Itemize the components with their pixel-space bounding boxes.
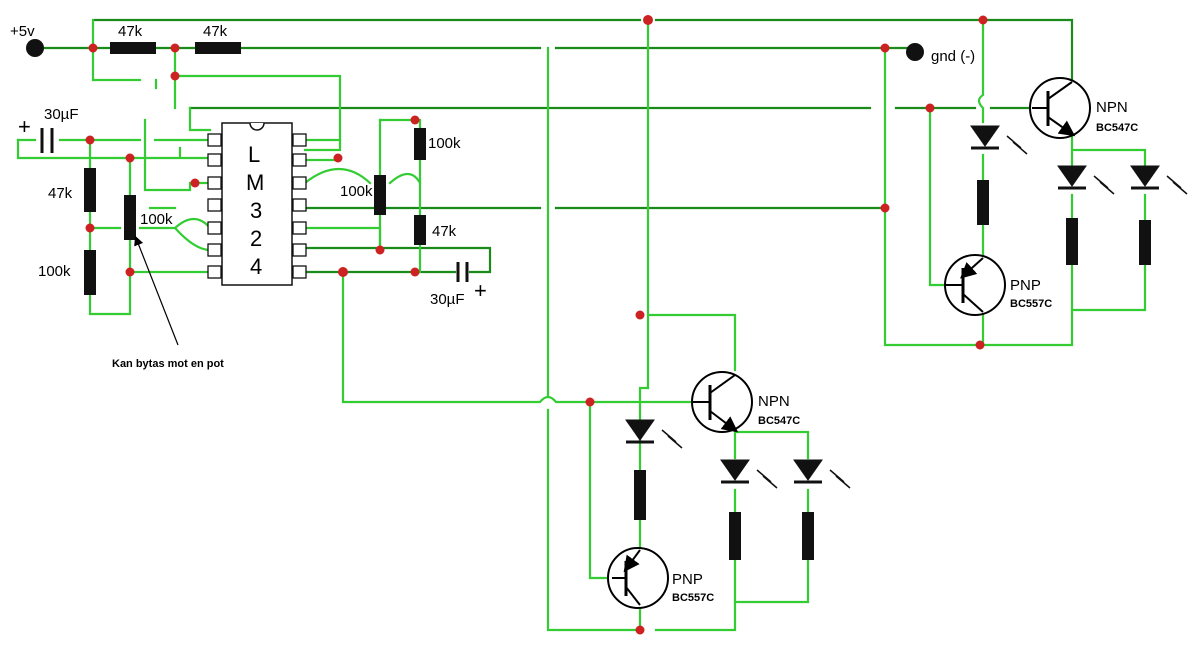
led-icon xyxy=(1130,165,1188,195)
chip-letter: 3 xyxy=(250,198,262,223)
npn-transistor-icon xyxy=(691,371,753,433)
chip-letter: 4 xyxy=(250,254,262,279)
pnp-transistor-icon xyxy=(607,547,669,609)
top-r2-label: 47k xyxy=(203,23,228,40)
bottom-npn-part: BC547C xyxy=(758,415,800,427)
chip-letter: M xyxy=(246,170,264,195)
trim-label: 100k xyxy=(140,211,173,228)
leds xyxy=(625,125,1188,489)
led-icon xyxy=(1057,165,1115,195)
cap-plus-right: + xyxy=(474,278,487,303)
wires xyxy=(16,18,1147,632)
vcc-terminal xyxy=(26,39,44,57)
right-pnp-part: BC557C xyxy=(1010,298,1052,310)
right-npn-label: NPN xyxy=(1096,99,1128,116)
vcc-label: +5v xyxy=(10,23,35,40)
cap-plus-left: + xyxy=(18,114,31,139)
left-cap-label: 30µF xyxy=(44,106,79,123)
resistor-icon xyxy=(84,250,96,295)
left-r-bottom-label: 100k xyxy=(38,263,71,280)
chip-letter: L xyxy=(248,142,260,167)
capacitor-icon xyxy=(456,262,469,282)
chip-r-mid-label: 100k xyxy=(340,183,373,200)
npn-transistor-icon xyxy=(1029,77,1091,139)
resistor-icon xyxy=(195,42,241,54)
resistors xyxy=(84,42,1151,560)
bottom-pnp-label: PNP xyxy=(672,571,703,588)
gnd-terminal xyxy=(906,43,924,61)
left-r-top-label: 47k xyxy=(48,185,73,202)
resistor-icon xyxy=(414,215,426,245)
led-icon xyxy=(793,459,851,489)
resistor-icon xyxy=(110,42,156,54)
gnd-label: gnd (-) xyxy=(931,48,975,65)
led-icon xyxy=(970,125,1028,155)
chip-r-bottom-label: 47k xyxy=(432,223,457,240)
right-cap-label: 30µF xyxy=(430,291,465,308)
power-terminals: +5v gnd (-) xyxy=(10,23,975,65)
resistor-icon xyxy=(84,168,96,212)
pnp-transistor-icon xyxy=(944,254,1006,316)
bottom-pnp-part: BC557C xyxy=(672,592,714,604)
top-r1-label: 47k xyxy=(118,23,143,40)
pot-note: Kan bytas mot en pot xyxy=(112,358,224,370)
resistor-icon xyxy=(729,512,741,560)
chip-r-top-label: 100k xyxy=(428,135,461,152)
bottom-npn-label: NPN xyxy=(758,393,790,410)
resistor-icon xyxy=(802,512,814,560)
resistor-icon xyxy=(1066,218,1078,265)
led-icon xyxy=(720,459,778,489)
resistor-icon xyxy=(634,470,646,520)
resistor-icon xyxy=(1139,220,1151,265)
led-icon xyxy=(625,419,683,449)
right-npn-part: BC547C xyxy=(1096,122,1138,134)
capacitor-icon xyxy=(40,128,54,153)
resistor-icon xyxy=(374,175,386,215)
resistor-icon xyxy=(414,128,426,160)
note-arrow xyxy=(134,235,179,346)
chip-letter: 2 xyxy=(250,226,262,251)
resistor-icon xyxy=(977,180,989,225)
junction-nodes xyxy=(85,15,988,635)
right-pnp-label: PNP xyxy=(1010,277,1041,294)
resistor-icon xyxy=(124,195,136,240)
ic-icon: L M 3 2 4 xyxy=(207,122,307,286)
